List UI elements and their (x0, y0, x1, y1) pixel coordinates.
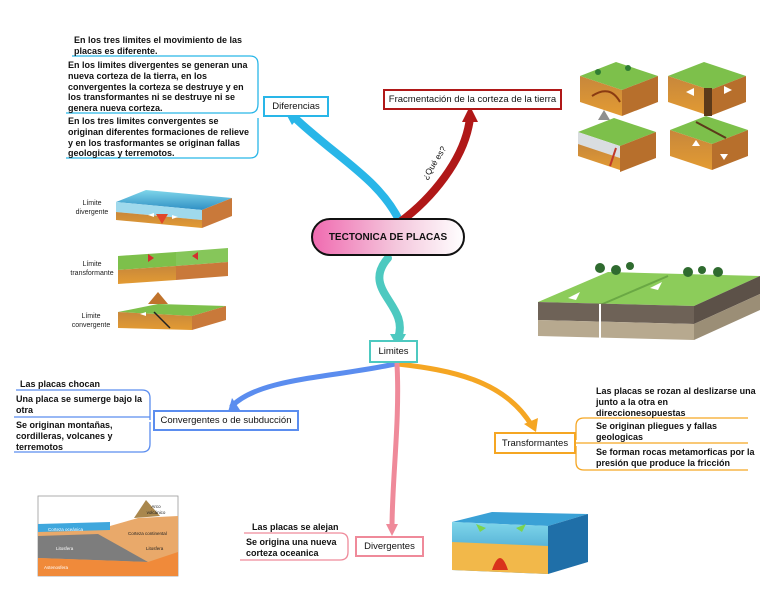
subduction-label-volcanic-arc: Arco volcánico (146, 504, 166, 515)
subduction-label-oceanic-crust: Corteza oceánica (48, 527, 84, 532)
diferencias-item-2: En los tres limites convergentes se orig… (68, 116, 250, 159)
diferencias-item-1: En los limites divergentes se generan un… (68, 60, 248, 114)
subduction-label-lithosphere-right: Litosfera (146, 546, 164, 551)
central-topic[interactable]: TECTONICA DE PLACAS (328, 231, 448, 243)
arrow-transformantes (524, 418, 538, 432)
arrow-convergentes (228, 398, 240, 412)
block-illustration-1 (580, 62, 658, 116)
node-transformantes[interactable]: Transformantes (494, 432, 576, 454)
block-illustration-4 (670, 116, 748, 170)
subduction-illustration (37, 495, 179, 577)
node-limites[interactable]: Limites (369, 340, 418, 363)
divergentes-item-1: Las placas se alejan (252, 522, 339, 532)
transformantes-item-2: Se originan pliegues y fallas geologicas (596, 421, 718, 442)
caption-limite-divergente: Límite divergente (75, 200, 109, 216)
branch-transformantes (395, 361, 535, 429)
arrow-divergentes (386, 524, 398, 536)
diferencias-intro: En los tres limites el movimiento de las… (74, 35, 243, 56)
arrow-question (462, 106, 478, 122)
branch-question (396, 114, 474, 226)
subduction-label-lithosphere-left: Litosfera (56, 546, 74, 551)
convergentes-item-1: Las placas chocan (20, 379, 101, 389)
block-illustration-3 (578, 110, 656, 172)
branch-limites (375, 254, 404, 342)
convergentes-leaf-lines (14, 389, 151, 453)
branch-convergentes (229, 361, 398, 409)
subduction-label-continental-crust: Corteza continental (128, 531, 167, 536)
subduction-label-asthenosphere: Astenosfera (44, 565, 69, 570)
convergentes-item-2: Una placa se sumerge bajo la otra (16, 394, 143, 415)
subduction-label-trench: Fosa (104, 514, 115, 519)
central-node-shape (311, 218, 465, 256)
node-diferencias[interactable]: Diferencias (263, 96, 329, 117)
convergentes-item-3: Se originan montañas, cordilleras, volca… (16, 420, 113, 452)
transformantes-leaf-lines (575, 417, 748, 471)
diferencias-leaf-lines (66, 55, 259, 159)
transformantes-item-3: Se forman rocas metamorficas por la pres… (596, 447, 755, 468)
transform-block-illustration (538, 262, 760, 340)
divergentes-leaf-lines (240, 532, 349, 561)
limit-transformante-illustration (118, 248, 228, 284)
branch-diferencias (291, 114, 404, 226)
node-convergentes[interactable]: Convergentes o de subducción (153, 410, 299, 431)
node-divergentes[interactable]: Divergentes (355, 536, 424, 557)
block-illustration-2 (668, 62, 746, 116)
limit-divergente-illustration (116, 190, 232, 228)
divergentes-item-2: Se origina una nueva corteza oceanica (246, 537, 337, 558)
caption-limite-transformante: Límite transformante (70, 261, 114, 277)
transformantes-item-1: Las placas se rozan al deslizarse una ju… (596, 386, 756, 418)
divergent-ocean-illustration (452, 512, 588, 574)
caption-limite-convergente: Límite convergente (71, 313, 111, 329)
node-question-answer[interactable]: Fracmentación de la corteza de la tierra (383, 89, 562, 110)
branch-divergentes (389, 361, 401, 531)
limit-convergente-illustration (118, 292, 226, 330)
